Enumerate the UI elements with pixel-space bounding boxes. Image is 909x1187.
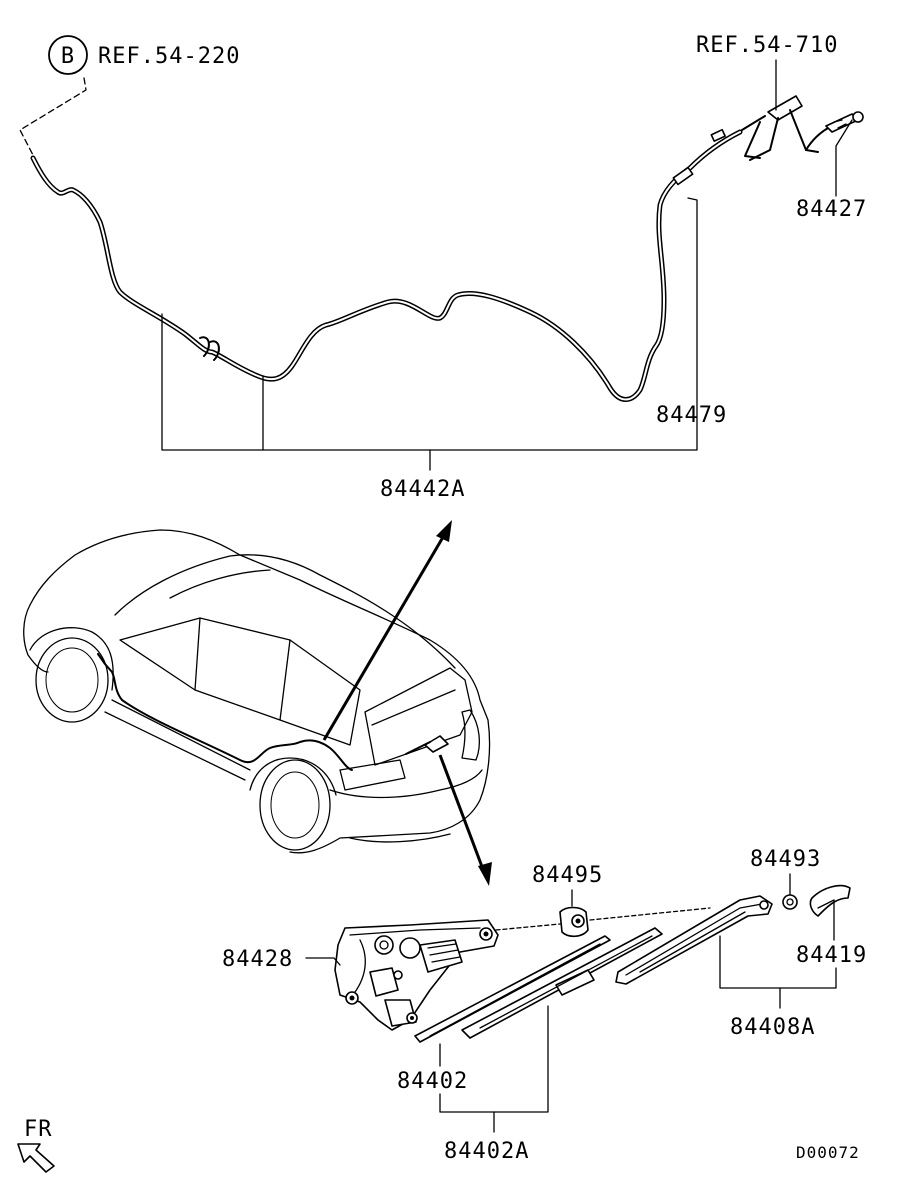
ref-leader-line [19, 77, 87, 156]
wiper-arm-84408A: 84493 84419 84408A [615, 847, 867, 1040]
ref-54-220-label: REF.54-220 [98, 44, 240, 69]
hose-leader-lines: 84479 84442A [161, 197, 727, 502]
diagram-id: D00072 [796, 1143, 860, 1162]
callout-letter: B [61, 44, 75, 69]
fr-label: FR [24, 1117, 53, 1142]
label-84402: 84402 [397, 1069, 468, 1094]
label-84428: 84428 [222, 947, 293, 972]
washer-hose-drawing [30, 128, 743, 402]
label-84419: 84419 [796, 943, 867, 968]
pointer-arrows [322, 520, 492, 886]
front-direction-indicator: FR [17, 1117, 55, 1173]
vehicle-illustration [23, 529, 491, 854]
cover-84419 [809, 884, 851, 917]
label-84442A: 84442A [380, 477, 465, 502]
cap-84495: 84495 [495, 863, 711, 938]
label-84495: 84495 [532, 863, 603, 888]
wiper-blade-84402: 84402 84402A [397, 927, 663, 1164]
washer-nozzle-assembly: REF.54-710 84427 [696, 33, 867, 222]
label-84493: 84493 [750, 847, 821, 872]
label-84479: 84479 [656, 403, 727, 428]
label-84427: 84427 [796, 197, 867, 222]
wiper-motor-84428: 84428 [222, 919, 499, 1031]
callout-circle [48, 35, 88, 75]
ref-54-710-label: REF.54-710 [696, 33, 838, 58]
label-84402A: 84402A [444, 1139, 529, 1164]
front-arrow-icon [17, 1143, 55, 1173]
reference-callout: B REF.54-220 [19, 35, 240, 156]
label-84408A: 84408A [730, 1015, 815, 1040]
